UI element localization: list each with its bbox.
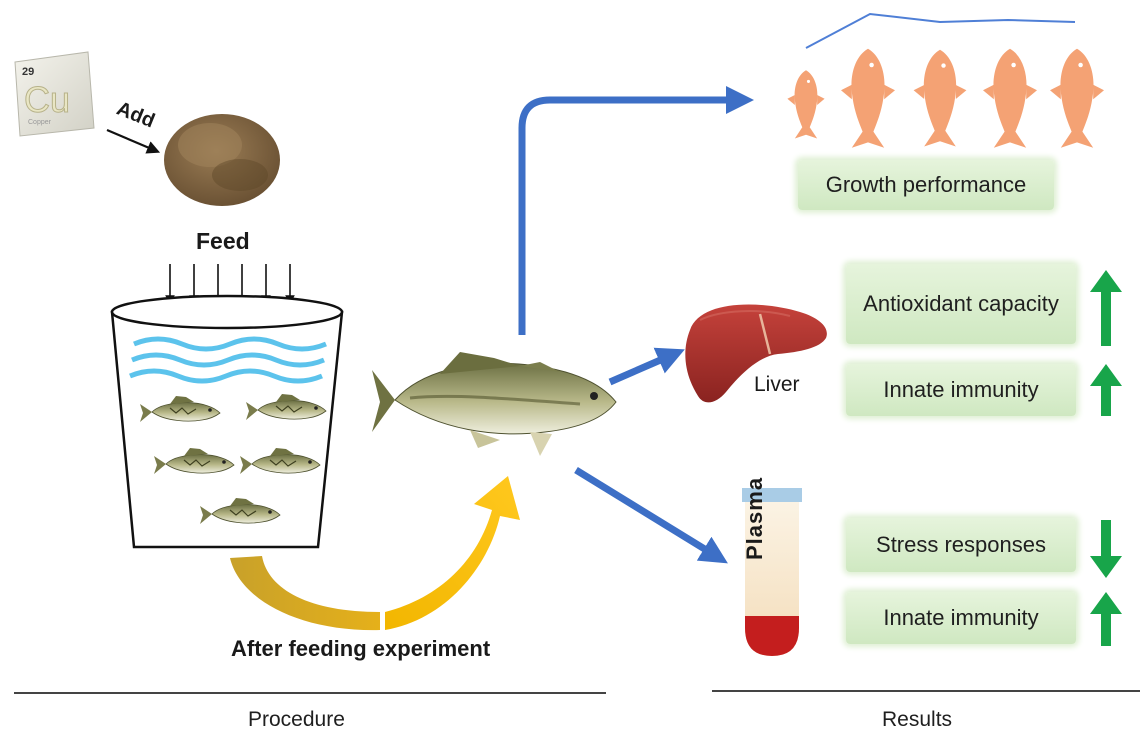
plasma-tube-icon — [742, 488, 802, 656]
growth-trend-line — [805, 12, 1076, 49]
flow-arrow-liver — [608, 347, 685, 386]
result-antioxidant-capacity: Antioxidant capacity — [846, 264, 1076, 344]
procedure-divider — [14, 692, 606, 694]
element-symbol: Cu — [24, 79, 70, 120]
growth-fish-icon — [787, 48, 1104, 148]
result-growth-performance: Growth performance — [798, 160, 1054, 210]
after-feeding-label: After feeding experiment — [231, 636, 491, 661]
feed-pellets-icon — [164, 114, 280, 206]
plasma-label: Plasma — [742, 476, 767, 560]
result-plasma-innate-immunity: Innate immunity — [846, 592, 1076, 644]
liver-label: Liver — [754, 373, 800, 396]
add-arrow — [106, 128, 161, 154]
liver-organ-icon — [685, 304, 827, 403]
flow-arrow-plasma — [574, 467, 728, 564]
copper-element-tile-icon: 29 Cu Copper — [14, 51, 95, 137]
trend-up-arrow-icon — [1090, 592, 1122, 646]
aquaculture-tank-icon — [110, 294, 344, 549]
results-section-title: Results — [882, 708, 953, 731]
element-number: 29 — [22, 66, 34, 78]
feed-drop-arrows-icon — [165, 264, 295, 305]
feed-label: Feed — [196, 228, 250, 254]
element-name: Copper — [28, 119, 52, 126]
trend-up-arrow-icon — [1090, 364, 1122, 416]
bass-fish-icon — [372, 352, 617, 456]
result-liver-innate-immunity: Innate immunity — [846, 364, 1076, 416]
procedure-section-title: Procedure — [248, 708, 345, 731]
results-divider — [712, 690, 1140, 692]
cycle-arrow-icon — [230, 476, 520, 631]
trend-down-arrow-icon — [1090, 520, 1122, 578]
flow-arrow-growth — [518, 86, 754, 335]
trend-up-arrow-icon — [1090, 270, 1122, 346]
result-stress-responses: Stress responses — [846, 518, 1076, 572]
